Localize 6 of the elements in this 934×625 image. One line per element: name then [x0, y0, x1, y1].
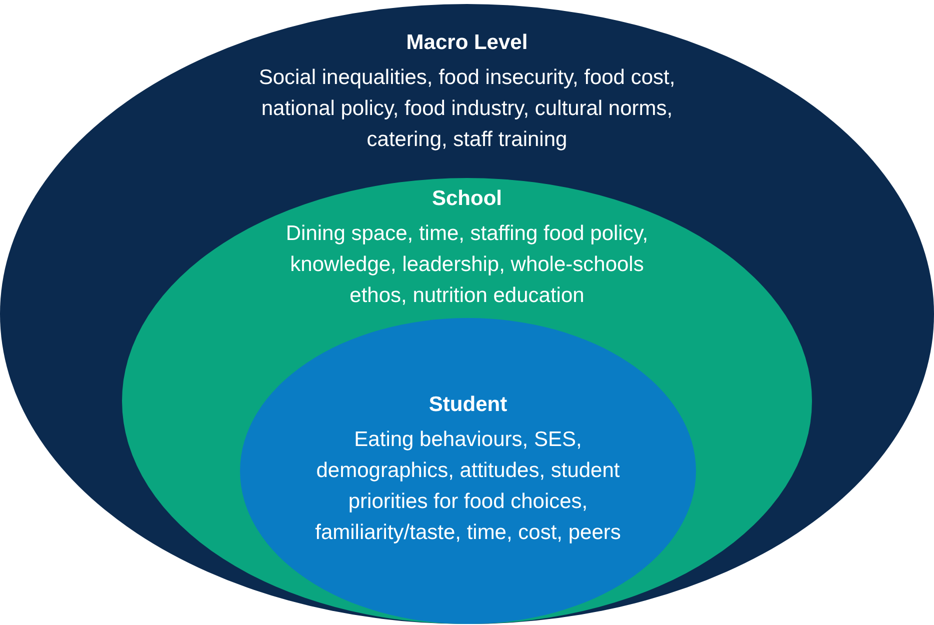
level-heading: Macro Level [406, 30, 528, 56]
level-heading: School [432, 186, 502, 212]
factor-list: Social inequalities, food insecurity, food cost, national policy, food industry, cultural norms, catering, staff training [237, 62, 697, 155]
level-heading: Student [428, 392, 508, 418]
factor-list: Dining space, time, staffing food policy, knowledge, leadership, whole-schools ethos, nutrition education [267, 218, 667, 311]
factor-list: Eating behaviours, SES, demographics, attitudes, student priorities for food choices, familiarity/taste, time, cost, peers [283, 424, 653, 548]
